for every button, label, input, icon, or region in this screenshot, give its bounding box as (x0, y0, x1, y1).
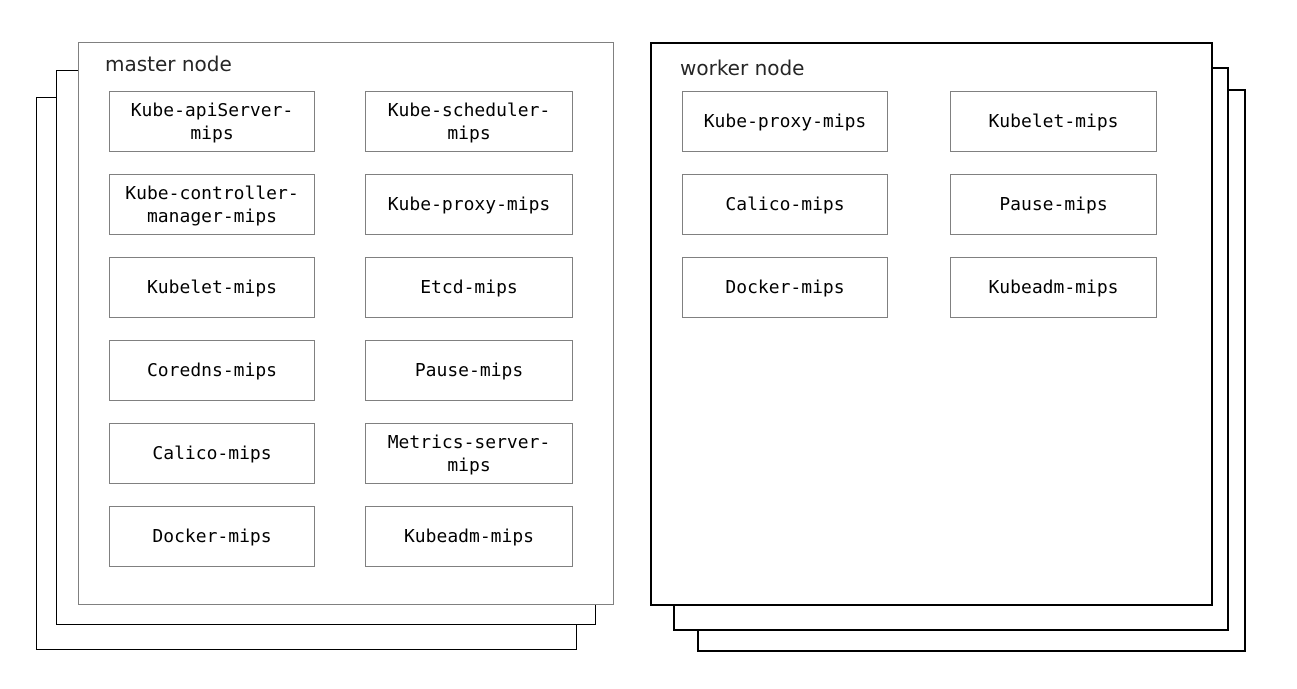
master-node-title: master node (105, 52, 232, 76)
component-etcd-mips: Etcd-mips (365, 257, 573, 318)
component-kube-proxy-mips: Kube-proxy-mips (365, 174, 573, 235)
component-calico-mips: Calico-mips (109, 423, 315, 484)
worker-node-title: worker node (680, 56, 805, 80)
component-kubeadm-mips: Kubeadm-mips (950, 257, 1157, 318)
component-pause-mips: Pause-mips (365, 340, 573, 401)
component-docker-mips: Docker-mips (109, 506, 315, 567)
component-kubelet-mips: Kubelet-mips (109, 257, 315, 318)
master-node-box: master node Kube-apiServer-mips Kube-con… (78, 42, 614, 605)
component-pause-mips: Pause-mips (950, 174, 1157, 235)
component-coredns-mips: Coredns-mips (109, 340, 315, 401)
component-kubeadm-mips: Kubeadm-mips (365, 506, 573, 567)
component-kubelet-mips: Kubelet-mips (950, 91, 1157, 152)
component-kube-scheduler-mips: Kube-scheduler-mips (365, 91, 573, 152)
worker-node-box: worker node Kube-proxy-mips Calico-mips … (650, 42, 1213, 606)
component-metrics-server-mips: Metrics-server-mips (365, 423, 573, 484)
component-kube-apiserver-mips: Kube-apiServer-mips (109, 91, 315, 152)
component-docker-mips: Docker-mips (682, 257, 888, 318)
component-calico-mips: Calico-mips (682, 174, 888, 235)
component-kube-proxy-mips: Kube-proxy-mips (682, 91, 888, 152)
component-kube-controller-manager-mips: Kube-controller-manager-mips (109, 174, 315, 235)
